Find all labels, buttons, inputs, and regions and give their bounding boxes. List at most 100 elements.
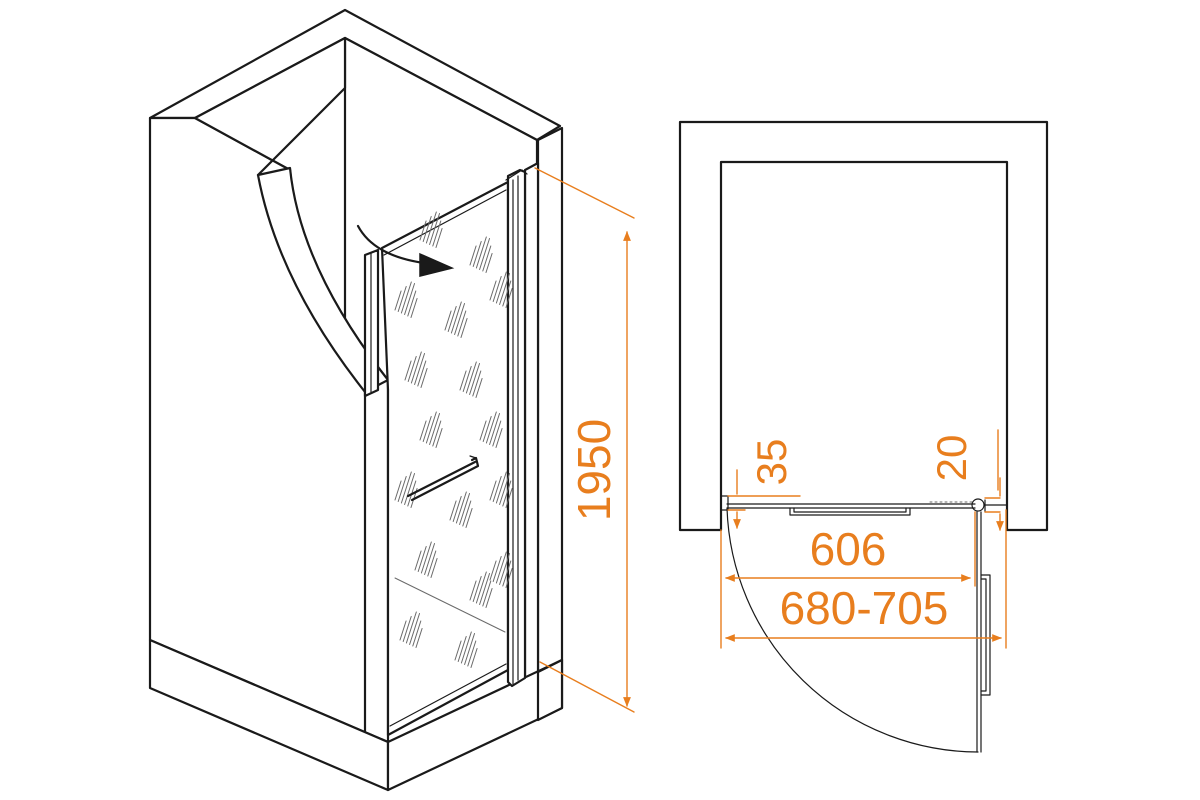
glass-hatch-stroke <box>397 476 407 502</box>
glass-hatch-stroke <box>505 488 513 508</box>
glass-hatch-stroke <box>429 413 441 445</box>
glass-hatch-stroke <box>417 546 427 572</box>
floor-base-side <box>536 658 564 722</box>
glass-hatch-stroke <box>485 411 497 444</box>
glass-hatch-stroke <box>464 633 476 665</box>
glass-hatch-stroke <box>414 550 422 571</box>
gap-right-ext-2 <box>984 497 1001 513</box>
glass-hatch-stroke <box>485 588 493 608</box>
glass-hatch-stroke <box>460 631 472 664</box>
glass-hatch-stroke <box>394 480 402 501</box>
glass-hatch-stroke <box>495 471 507 504</box>
glass-hatch-stroke <box>505 568 513 588</box>
gap-right-label: 20 <box>928 435 975 482</box>
glass-hatch-stroke <box>485 253 493 273</box>
glass-hatch-stroke <box>469 245 477 266</box>
glass-hatch-stroke <box>475 236 487 269</box>
glass-hatch-stroke <box>502 480 512 507</box>
glass-hatch-stroke <box>469 363 481 395</box>
glass-hatch-stroke <box>459 370 467 391</box>
glass-hatch-stroke <box>479 420 487 441</box>
glass-hatch-stroke <box>422 416 432 442</box>
glass-hatch-stroke <box>457 310 467 337</box>
glass-hatch-stroke <box>410 298 418 318</box>
glass-hatch-stroke <box>432 420 442 447</box>
glass-hatch-stroke <box>455 491 467 524</box>
glass-hatch-stroke <box>409 613 421 645</box>
glass-hatch-stroke <box>419 220 427 241</box>
glass-hatch-stroke <box>499 273 511 305</box>
glass-hatch-stroke <box>402 616 412 642</box>
glass-hatch-stroke <box>429 213 441 245</box>
glass-hatch-stroke <box>489 560 497 581</box>
glass-hatch-stroke <box>459 493 471 525</box>
height-extension-bottom <box>539 661 635 713</box>
glass-hatch-stroke <box>470 648 478 668</box>
glass-hatch-stroke <box>452 496 462 522</box>
glass-hatch-stroke <box>479 238 491 270</box>
glass-hatch-stroke <box>489 280 497 301</box>
door-width-label: 606 <box>810 523 887 575</box>
left-wall-top <box>193 36 347 177</box>
glass-hatch-stroke <box>489 480 497 501</box>
gap-left-label: 35 <box>748 439 795 486</box>
glass-hatch-stroke <box>472 576 482 602</box>
total-width-label: 680-705 <box>780 582 949 634</box>
floor-line <box>394 577 506 633</box>
glass-hatch-stroke <box>454 640 462 661</box>
glass-hatch-stroke <box>467 640 477 667</box>
glass-hatch-stroke <box>419 420 427 441</box>
glass-hatch-stroke <box>457 636 467 662</box>
glass-hatch-stroke <box>489 413 501 445</box>
door-glass-frame-bottom <box>389 663 507 727</box>
door-handle-grip <box>469 455 479 467</box>
glass-hatch-stroke <box>399 620 407 641</box>
glass-hatch-stroke <box>404 283 416 315</box>
glass-hatch-stroke <box>499 473 511 505</box>
plan-swing-arc <box>726 507 979 753</box>
door-glass <box>380 180 510 737</box>
glass-hatch-stroke <box>412 620 422 647</box>
glass-hatch-stroke <box>472 241 482 267</box>
plan-handle <box>789 507 911 516</box>
glass-hatch-stroke <box>425 211 437 244</box>
glass-hatch-stroke <box>430 558 438 578</box>
plan-view: 606 680-705 35 20 <box>678 120 1049 753</box>
plan-walls <box>678 120 1049 532</box>
glass-hatch-stroke <box>502 280 512 307</box>
glass-hatch-stroke <box>415 628 423 648</box>
glass-hatch-stroke <box>425 411 437 444</box>
hinge-profile <box>506 168 527 688</box>
glass-hatch-stroke <box>475 571 487 604</box>
glass-hatch-stroke <box>492 476 502 502</box>
glass-hatch-stroke <box>449 500 457 521</box>
glass-hatch-stroke <box>404 360 412 381</box>
glass-hatch-stroke <box>404 473 416 505</box>
glass-hatch-stroke <box>495 551 507 584</box>
glass-hatch-stroke <box>435 228 443 248</box>
glass-hatch-stroke <box>482 416 492 442</box>
glass-hatch-stroke <box>492 556 502 582</box>
glass-hatch-stroke <box>495 428 503 448</box>
height-dimension-label: 1950 <box>568 419 620 521</box>
glass-hatch-stroke <box>394 290 402 311</box>
door-glass-frame-top <box>383 189 507 256</box>
glass-hatch-stroke <box>472 370 482 397</box>
glass-hatch-stroke <box>465 508 473 528</box>
glass-hatch-stroke <box>427 550 437 577</box>
glass-hatch-stroke <box>424 543 436 575</box>
glass-hatch-stroke <box>465 361 477 394</box>
glass-hatch-stroke <box>400 281 412 314</box>
glass-hatch-stroke <box>454 303 466 335</box>
plan-hinge <box>971 498 985 512</box>
glass-hatch-stroke <box>482 580 492 607</box>
glass-hatch-stroke <box>422 216 432 242</box>
glass-hatch-stroke <box>407 356 417 382</box>
glass-hatch-stroke <box>479 573 491 605</box>
plan-left-profile <box>720 495 729 511</box>
glass-hatch-stroke <box>420 541 432 574</box>
glass-hatch-stroke <box>495 271 507 304</box>
glass-hatch-stroke <box>417 360 427 387</box>
glass-hatch-stroke <box>505 288 513 308</box>
